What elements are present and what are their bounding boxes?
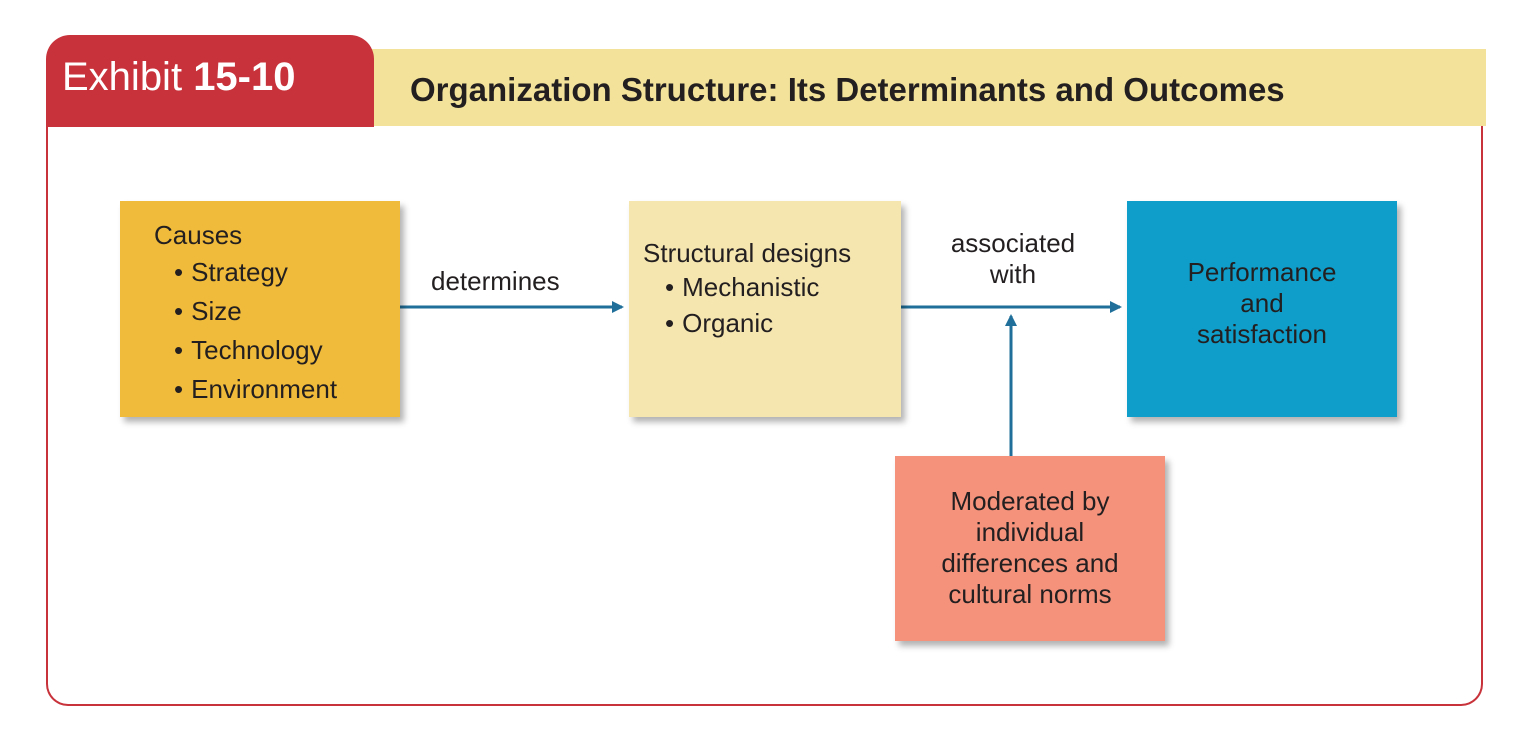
exhibit-prefix: Exhibit	[62, 55, 183, 99]
cause-item-strategy: Strategy	[174, 253, 337, 292]
outcome-text: Performance and satisfaction	[1187, 257, 1337, 349]
exhibit-title: Organization Structure: Its Determinants…	[410, 71, 1285, 108]
causes-box: Causes Strategy Size Technology Environm…	[120, 201, 400, 417]
structure-box: Structural designs Mechanistic Organic	[629, 201, 901, 417]
structure-title: Structural designs	[643, 238, 852, 268]
causes-title: Causes	[154, 220, 243, 250]
label-determines: determines	[431, 266, 560, 296]
label-associated-with: associated with	[950, 228, 1076, 289]
cause-item-technology: Technology	[174, 331, 337, 370]
exhibit-tab	[46, 35, 374, 127]
exhibit-label: Exhibit 15-10	[62, 51, 296, 103]
structure-list: Mechanistic Organic	[665, 269, 819, 341]
structure-item-mechanistic: Mechanistic	[665, 269, 819, 305]
moderator-text: Moderated by individual differences and …	[941, 486, 1119, 609]
outcome-box: Performance and satisfaction	[1127, 201, 1397, 417]
diagram-frame	[46, 126, 1483, 706]
causes-list: Strategy Size Technology Environment	[174, 253, 337, 409]
structure-item-organic: Organic	[665, 305, 819, 341]
cause-item-size: Size	[174, 292, 337, 331]
moderator-box: Moderated by individual differences and …	[895, 456, 1165, 641]
exhibit-number: 15-10	[193, 55, 296, 99]
cause-item-environment: Environment	[174, 370, 337, 409]
